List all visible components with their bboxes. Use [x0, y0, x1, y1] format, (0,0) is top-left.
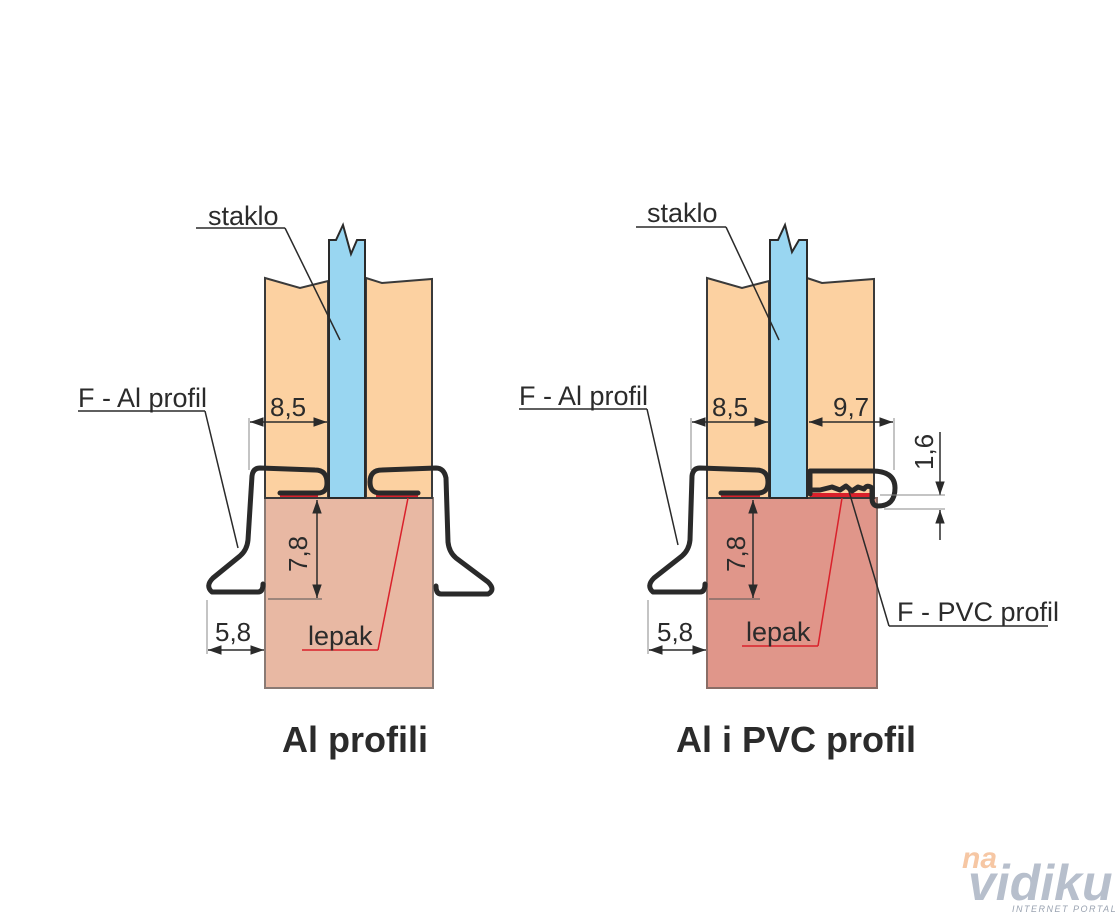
right-pvc-profile [807, 468, 898, 509]
left-dim-overhang-label: 5,8 [215, 617, 251, 647]
right-pvc-leader-line [847, 487, 890, 627]
right-glass-label: staklo [647, 198, 718, 228]
left-frame-right-part [365, 276, 433, 499]
right-glass-pane [769, 222, 808, 499]
left-adhesive-leader-line [377, 497, 409, 651]
left-dim-height-label: 7,8 [283, 536, 313, 572]
left-dim-width-label: 8,5 [270, 392, 306, 422]
left-diagram: staklo F - Al profil 8,5 7,8 5,8 lepak A… [78, 201, 495, 760]
right-al-profile [647, 465, 771, 595]
left-adhesive-label: lepak [308, 621, 373, 651]
right-dim-width-left-label: 8,5 [712, 392, 748, 422]
right-dim-width-right-label: 9,7 [833, 392, 869, 422]
left-profile-leader-line [204, 410, 239, 549]
right-frame-left-part [706, 276, 770, 499]
right-diagram: staklo F - Al profil 8,5 9,7 1,6 7,8 5,8… [519, 198, 1059, 760]
right-adhesive-leader-line [817, 497, 843, 647]
right-adhesive-label: lepak [746, 617, 811, 647]
left-diagram-title: Al profili [282, 719, 428, 760]
left-base-block [264, 497, 434, 689]
left-profile-label: F - Al profil [78, 383, 207, 413]
watermark-logo: na vidiku INTERNET PORTAL [962, 842, 1117, 914]
watermark-line3: INTERNET PORTAL [1012, 904, 1117, 914]
right-dim-height-label: 7,8 [721, 536, 751, 572]
right-dim-overhang-label: 5,8 [657, 617, 693, 647]
right-base-block [706, 497, 878, 689]
left-al-profile-right [367, 465, 495, 597]
left-al-profile-left [206, 465, 330, 595]
right-profile-leader-line [646, 408, 679, 546]
watermark-line1: na [962, 842, 997, 875]
right-pvc-profile-label: F - PVC profil [897, 597, 1059, 627]
left-frame-left-part [264, 276, 329, 499]
left-glass-leader-line [284, 227, 341, 341]
right-frame-right-part [806, 276, 875, 499]
right-profile-label: F - Al profil [519, 381, 648, 411]
watermark-line2: vidiku [968, 855, 1112, 911]
right-diagram-title: Al i PVC profil [676, 719, 916, 760]
right-glass-leader-line [725, 226, 780, 341]
right-dim-pvc-label: 1,6 [909, 434, 939, 470]
left-glass-label: staklo [208, 201, 279, 231]
left-glass-pane [328, 222, 366, 499]
